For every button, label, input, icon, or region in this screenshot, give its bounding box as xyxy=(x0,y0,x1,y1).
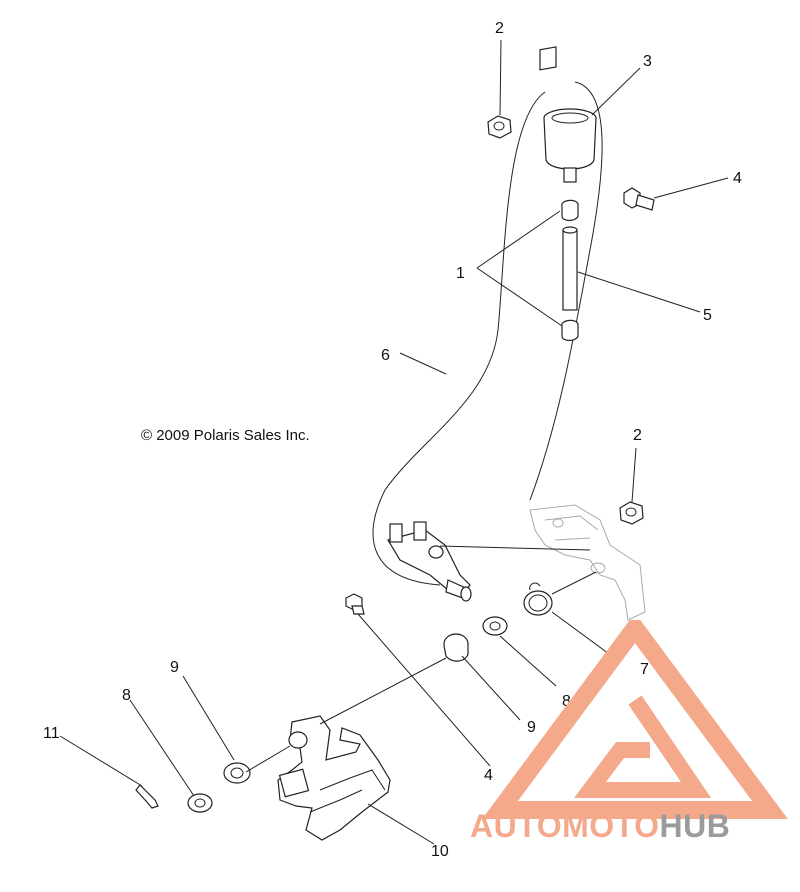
bolt-lower xyxy=(345,593,365,615)
master-cylinder xyxy=(387,521,472,602)
callout-9-right: 9 xyxy=(527,719,536,736)
watermark-logo-icon xyxy=(482,620,788,819)
copyright-text: © 2009 Polaris Sales Inc. xyxy=(141,427,310,444)
watermark-text-secondary: HUB xyxy=(659,808,731,844)
watermark-wordmark: AUTOMOTOHUB xyxy=(470,808,800,845)
callout-4-upper: 4 xyxy=(733,170,742,187)
bushing-left xyxy=(223,762,251,784)
mounting-bracket xyxy=(529,504,646,621)
return-spring xyxy=(523,582,553,616)
cotter-pin xyxy=(135,784,159,809)
callout-9-left: 9 xyxy=(170,659,179,676)
washer-right xyxy=(482,616,508,636)
callout-1: 1 xyxy=(456,265,465,282)
hose-segment xyxy=(562,226,578,311)
callout-11: 11 xyxy=(43,725,60,742)
callout-7: 7 xyxy=(640,661,649,678)
callout-8-right: 8 xyxy=(562,693,571,710)
reservoir xyxy=(539,46,597,183)
hose-clamp-top xyxy=(561,199,579,222)
callout-2-lower: 2 xyxy=(633,427,642,444)
callout-6: 6 xyxy=(381,347,390,364)
bolt-upper xyxy=(623,187,655,211)
watermark-text-primary: AUTOMOTO xyxy=(470,808,660,844)
callout-2-upper: 2 xyxy=(495,20,504,37)
washer-left xyxy=(187,793,213,813)
nut-lower xyxy=(619,501,644,525)
callout-4-lower: 4 xyxy=(484,767,493,784)
callout-10: 10 xyxy=(431,843,449,860)
hose-loop xyxy=(372,81,603,586)
callout-8-left: 8 xyxy=(122,687,131,704)
leader-lines xyxy=(59,39,729,845)
nut-upper xyxy=(487,115,512,139)
callout-5: 5 xyxy=(703,307,712,324)
hose-clamp-bottom xyxy=(561,319,579,342)
callout-3: 3 xyxy=(643,53,652,70)
bushing-right xyxy=(443,633,469,662)
brake-pedal xyxy=(277,715,391,841)
